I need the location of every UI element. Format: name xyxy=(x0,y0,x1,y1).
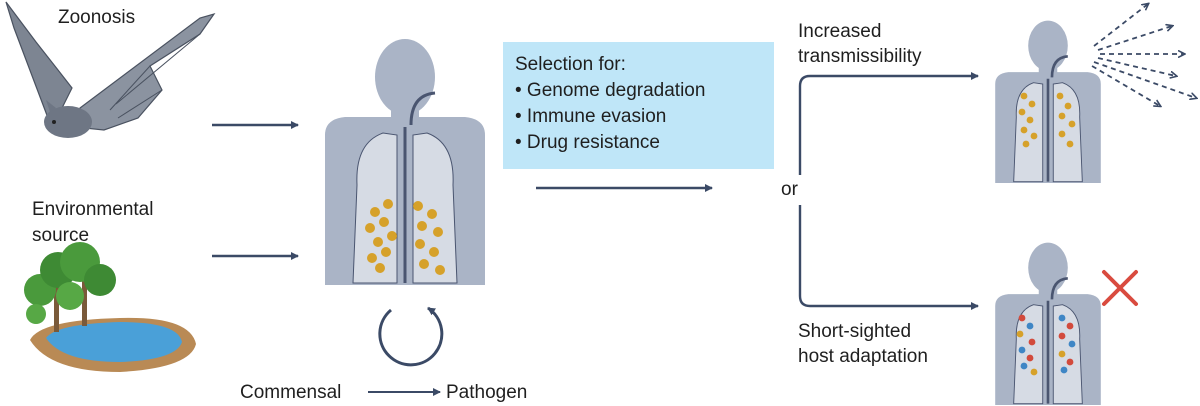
pathogen-label: Pathogen xyxy=(446,382,528,403)
zoonosis-label: Zoonosis xyxy=(58,7,136,28)
tree-lake-illustration xyxy=(24,242,196,372)
host-adaptation-label: host adaptation xyxy=(798,346,928,367)
adapted-microbes xyxy=(1016,314,1076,376)
transmitting-microbes xyxy=(1018,92,1076,148)
adapted-person xyxy=(995,242,1101,405)
selection-title: Selection for: xyxy=(515,54,626,75)
transmitting-person xyxy=(995,20,1101,183)
source-label: source xyxy=(32,225,90,246)
environmental-label: Environmental xyxy=(32,199,154,220)
selection-item-drug: • Drug resistance xyxy=(515,132,660,153)
central-microbes xyxy=(365,199,445,275)
circular-arrow-icon xyxy=(378,306,444,367)
commensal-label: Commensal xyxy=(240,382,342,403)
central-person xyxy=(325,39,485,285)
bat-illustration xyxy=(5,1,216,138)
or-label: or xyxy=(781,179,798,200)
selection-item-immune: • Immune evasion xyxy=(515,106,667,127)
selection-item-genome: • Genome degradation xyxy=(515,80,706,101)
selection-box: Selection for: • Genome degradation • Im… xyxy=(503,42,774,169)
increased-label: Increased xyxy=(798,21,882,42)
transmissibility-label: transmissibility xyxy=(798,46,922,67)
spread-arrows xyxy=(1091,4,1196,106)
cross-mark-icon xyxy=(1102,270,1138,306)
short-sighted-label: Short-sighted xyxy=(798,321,912,342)
